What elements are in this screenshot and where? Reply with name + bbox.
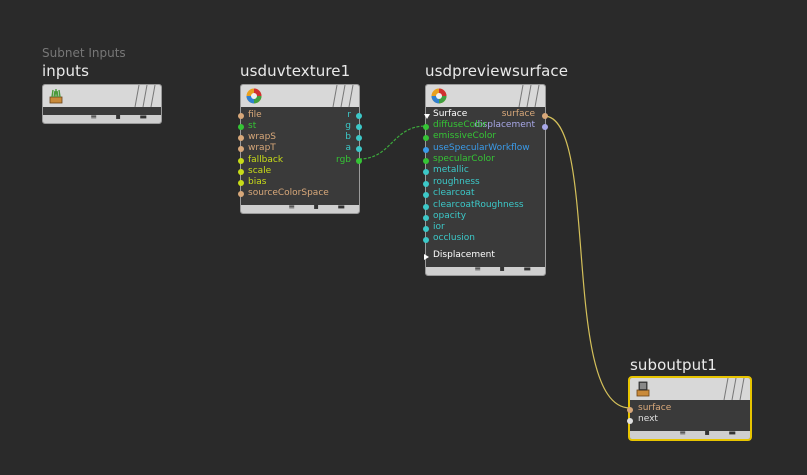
inputs-node-title[interactable]: inputs [42,62,89,80]
output-label-g: g [345,121,351,131]
output-port-g[interactable] [356,124,362,130]
inputs-node[interactable]: ≡ ▪ ▬ [42,84,162,124]
input-port-clearcoatroughness[interactable] [423,204,429,210]
input-label-opacity: opacity [433,211,467,221]
subnet-inputs-icon [49,89,63,104]
input-label-usespecularworkflow: useSpecularWorkflow [433,143,530,153]
suboutput-node-title[interactable]: suboutput1 [630,356,717,374]
input-label-wrapt: wrapT [248,143,276,153]
input-port-wraps[interactable] [238,135,244,141]
input-port-file[interactable] [238,113,244,119]
input-label-ior: ior [433,222,445,232]
output-port-r[interactable] [356,113,362,119]
output-port-displacement[interactable] [542,124,548,130]
output-label-rgb: rgb [336,155,351,165]
input-port-bias[interactable] [238,180,244,186]
input-port-wrapt[interactable] [238,146,244,152]
input-label-metallic: metallic [433,165,469,175]
displacement-group-expand-icon[interactable] [424,254,429,260]
footer-flag-icons[interactable]: ≡ ▪ ▬ [90,112,155,121]
usduvtexture-node-title[interactable]: usduvtexture1 [240,62,351,80]
input-label-diffusecolor: diffuseColor [433,120,487,130]
inputs-node-footer[interactable]: ≡ ▪ ▬ [43,112,161,123]
input-port-surface[interactable] [627,407,633,413]
usd-sphere-icon [246,88,262,104]
output-label-surface: surface [501,109,535,119]
input-label-clearcoatroughness: clearcoatRoughness [433,200,524,210]
input-label-fallback: fallback [248,155,284,165]
output-label-a: a [345,143,351,153]
wire-rgb-to-diffusecolor [358,125,427,160]
footer-flag-icons[interactable]: ≡ ▪ ▬ [679,428,744,437]
output-port-a[interactable] [356,146,362,152]
usduvtexture-node[interactable]: file st wrapS wrapT fallback scale bias … [238,84,362,214]
output-label-displacement: displacement [474,120,535,130]
input-port-roughness[interactable] [423,181,429,187]
input-port-specularcolor[interactable] [423,158,429,164]
header-stripes [723,378,745,400]
input-label-wraps: wrapS [248,132,277,142]
input-label-clearcoat: clearcoat [433,188,475,198]
displacement-group-label[interactable]: Displacement [433,250,495,260]
footer-flag-icons[interactable]: ≡ ▪ ▬ [474,264,539,273]
usdpreviewsurface-node[interactable]: Surface surface displacement diffuseColo… [423,84,548,276]
input-port-emissivecolor[interactable] [423,135,429,141]
output-label-r: r [347,110,351,120]
input-port-diffusecolor[interactable] [423,124,429,130]
input-label-specularcolor: specularColor [433,154,495,164]
input-port-ior[interactable] [423,226,429,232]
output-port-b[interactable] [356,135,362,141]
input-port-fallback[interactable] [238,158,244,164]
output-port-rgb[interactable] [356,158,362,164]
input-label-surface: surface [638,403,672,413]
input-port-scale[interactable] [238,169,244,175]
subnet-output-icon [636,381,650,397]
usdpreviewsurface-node-header[interactable] [426,85,545,107]
surface-group-label[interactable]: Surface [433,109,468,119]
input-label-roughness: roughness [433,177,480,187]
suboutput-node-header[interactable] [630,378,750,400]
input-port-usespecularworkflow[interactable] [423,147,429,153]
input-label-scale: scale [248,166,272,176]
input-label-next: next [638,414,658,424]
input-label-file: file [248,110,262,120]
input-port-clearcoat[interactable] [423,192,429,198]
input-port-opacity[interactable] [423,215,429,221]
surface-group-collapse-icon[interactable] [424,114,430,119]
input-label-emissivecolor: emissiveColor [433,131,497,141]
usduvtexture-node-footer[interactable]: ≡ ▪ ▬ [241,202,359,213]
header-stripes [332,85,354,107]
footer-flag-icons[interactable]: ≡ ▪ ▬ [288,202,353,211]
input-port-st[interactable] [238,124,244,130]
inputs-node-header[interactable] [43,85,161,107]
output-port-surface[interactable] [542,113,548,119]
header-stripes [518,85,540,107]
suboutput-node[interactable]: surface next ≡ ▪ ▬ [627,376,752,441]
usduvtexture-node-header[interactable] [241,85,359,107]
usdpreviewsurface-node-footer[interactable]: ≡ ▪ ▬ [426,264,545,275]
input-port-metallic[interactable] [423,169,429,175]
inputs-node-subtitle: Subnet Inputs [42,46,126,60]
suboutput-node-footer[interactable]: ≡ ▪ ▬ [630,428,750,439]
wire-surface-to-suboutput [543,115,631,409]
input-port-sourcecolorspace[interactable] [238,191,244,197]
output-label-b: b [345,132,351,142]
usd-sphere-icon [431,88,447,104]
input-label-bias: bias [248,177,267,187]
input-label-st: st [248,121,257,131]
input-label-sourcecolorspace: sourceColorSpace [248,188,329,198]
header-stripes [134,85,156,107]
input-label-occlusion: occlusion [433,233,476,243]
input-port-occlusion[interactable] [423,237,429,243]
input-port-next[interactable] [627,418,633,424]
usdpreviewsurface-node-title[interactable]: usdpreviewsurface [425,62,569,80]
